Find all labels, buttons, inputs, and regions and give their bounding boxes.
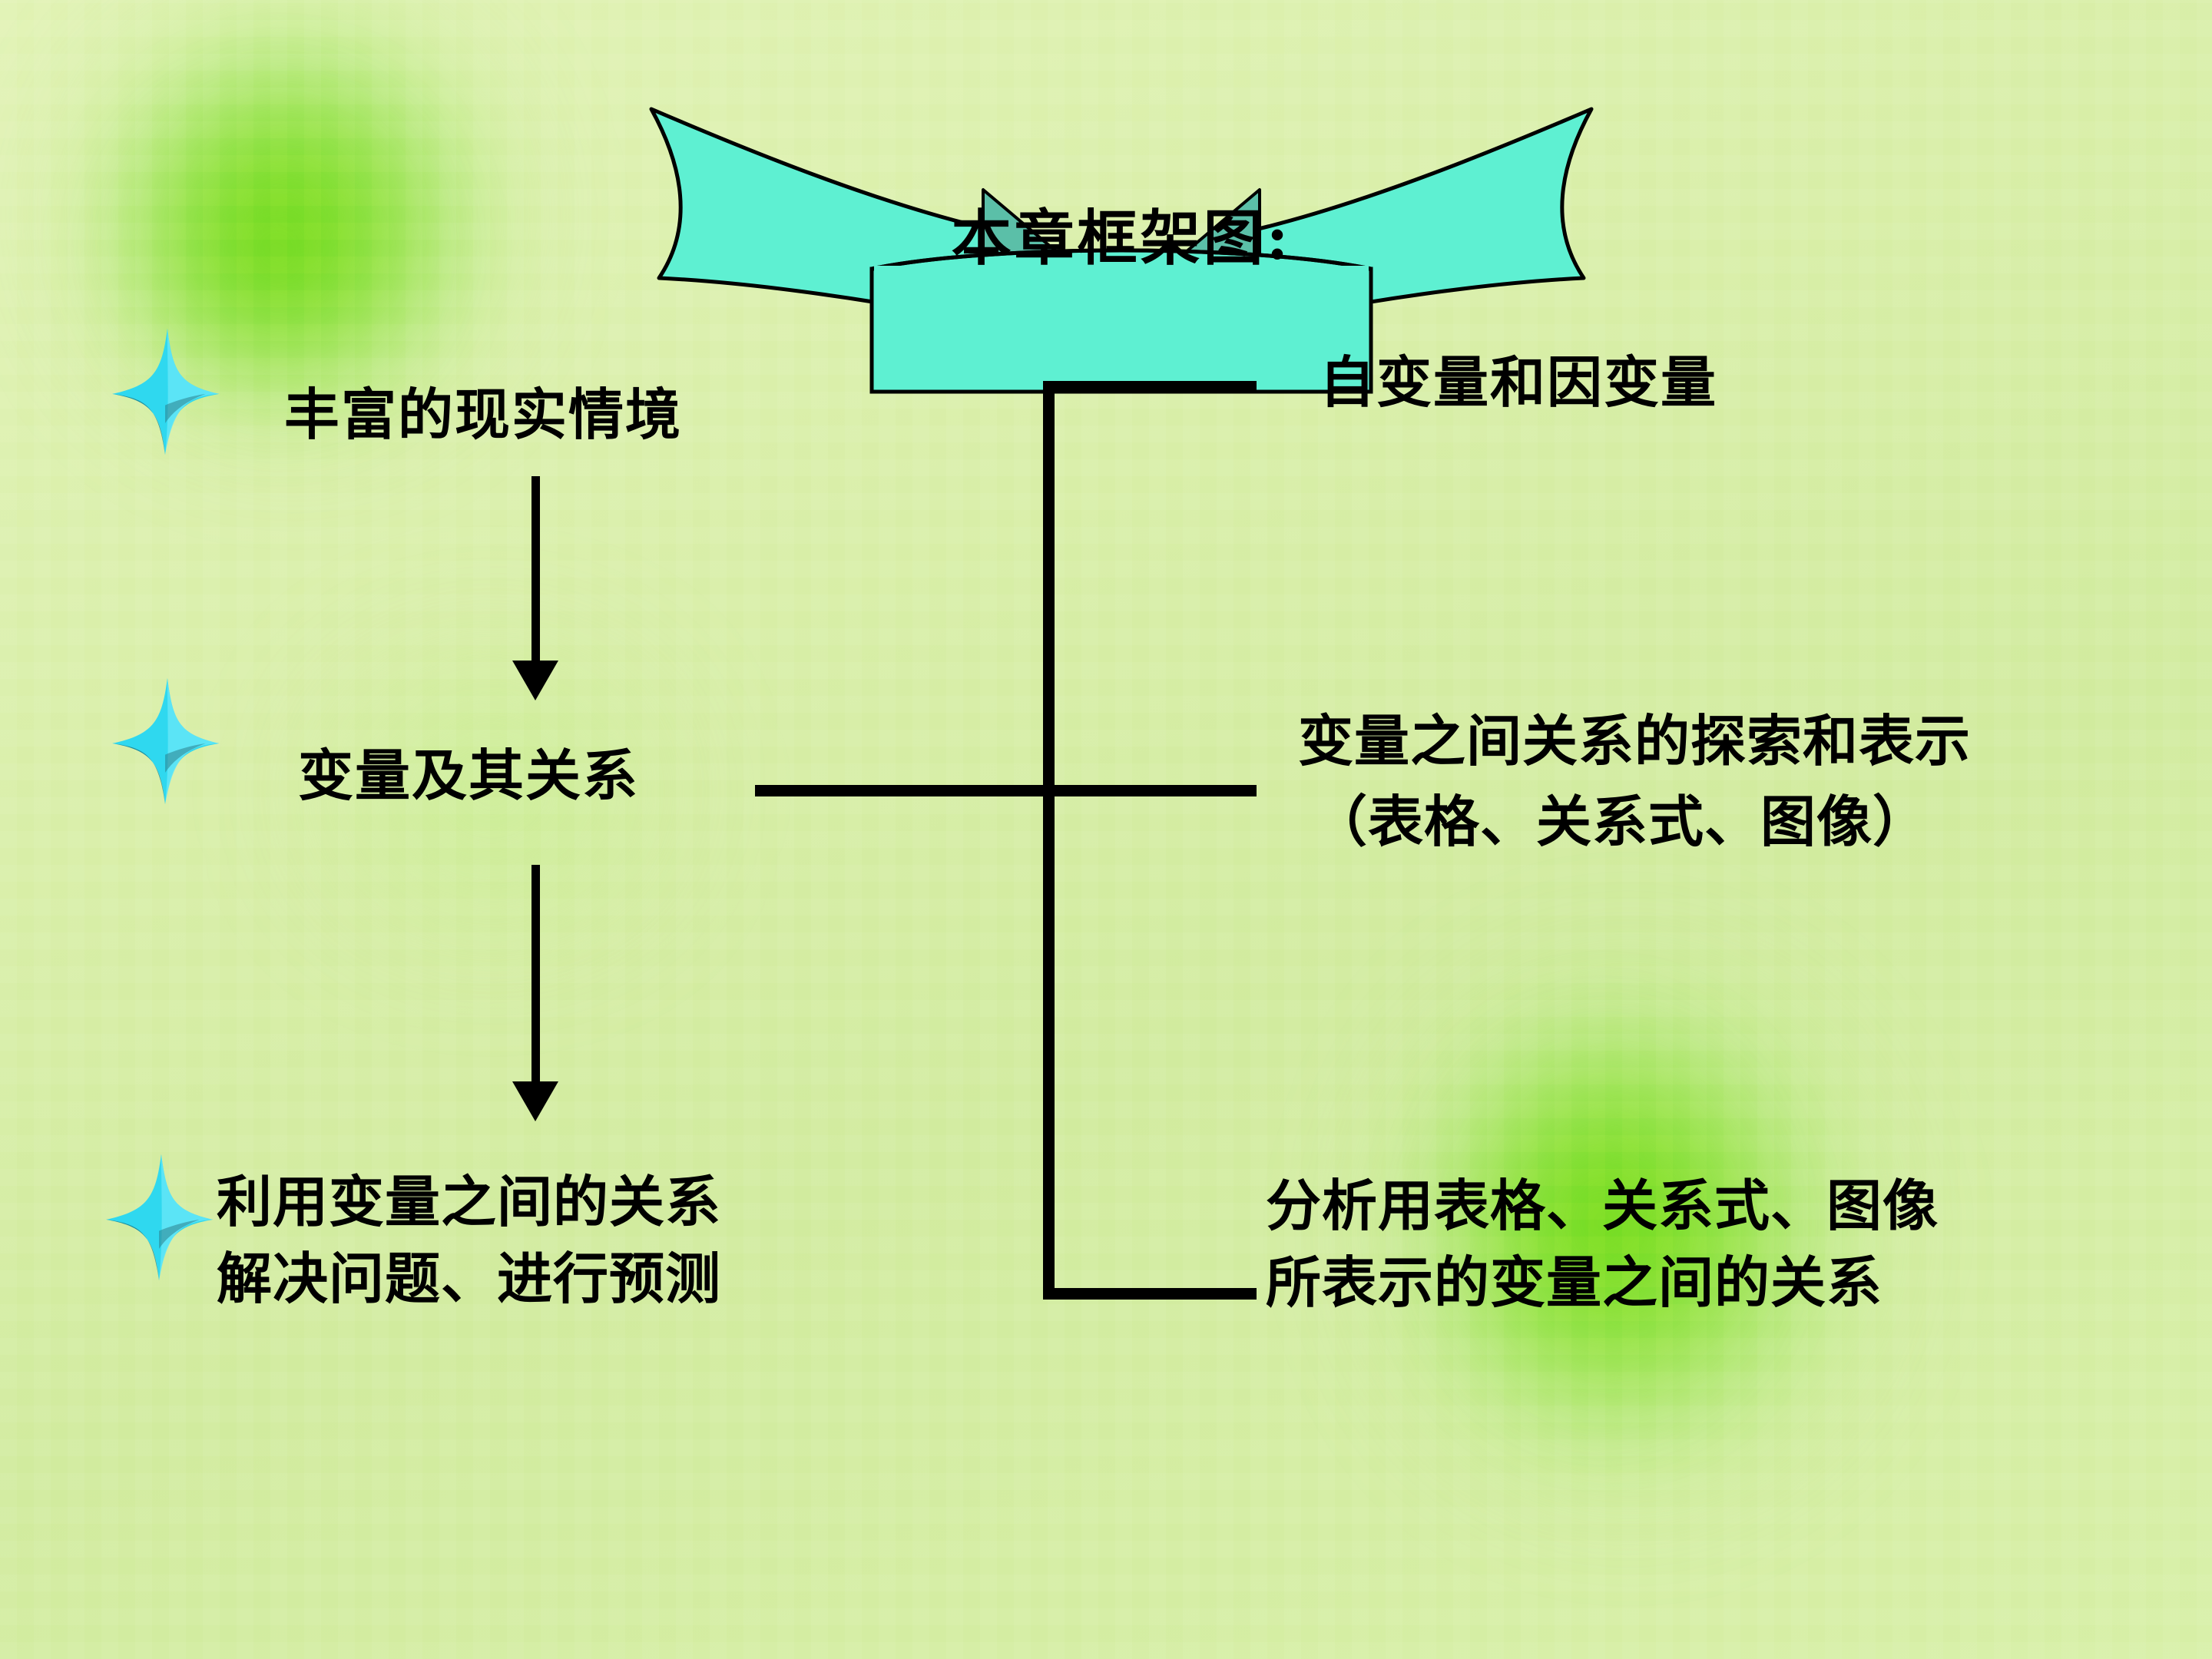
arrow-1-shaft	[531, 476, 540, 664]
ribbon-seam-cover	[874, 266, 1369, 278]
bracket-branch-middle	[1043, 785, 1257, 796]
page-title: 本章框架图:	[951, 204, 1292, 273]
node-explore-express-line1: 变量之间关系的探索和表示	[1298, 708, 1972, 773]
star-bullet-3	[101, 1152, 217, 1283]
ribbon-center-top-curve	[871, 248, 1372, 271]
arrow-1-head	[512, 661, 558, 700]
star-bullet-1	[108, 326, 223, 457]
bracket-branch-bottom	[1043, 1288, 1257, 1300]
bracket-stem	[755, 785, 1055, 796]
node-variables-and-relations: 变量及其关系	[298, 743, 640, 808]
node-explore-express-line2: （表格、关系式、图像）	[1312, 789, 1929, 854]
arrow-2-shaft	[531, 865, 540, 1084]
node-independent-dependent-variable: 自变量和因变量	[1320, 349, 1718, 415]
star-bullet-2	[108, 676, 223, 806]
arrow-2-head	[512, 1081, 558, 1121]
node-analyze-relations-line2: 所表示的变量之间的关系	[1266, 1250, 1883, 1315]
ribbon-center-panel-body	[869, 267, 1373, 394]
ribbon-banner: 本章框架图:	[645, 38, 1598, 394]
node-use-relations-line1: 利用变量之间的关系	[217, 1169, 722, 1234]
four-point-star-icon	[112, 328, 220, 455]
node-analyze-relations-line1: 分析用表格、关系式、图像	[1266, 1173, 1939, 1238]
four-point-star-icon	[106, 1154, 214, 1281]
ribbon-shape	[649, 107, 1594, 394]
bracket-spine	[1043, 381, 1055, 1300]
node-use-relations-line2: 解决问题、进行预测	[217, 1246, 722, 1311]
four-point-star-icon	[112, 677, 220, 805]
bracket-branch-top	[1043, 381, 1257, 392]
node-rich-real-situations: 丰富的现实情境	[284, 382, 683, 447]
